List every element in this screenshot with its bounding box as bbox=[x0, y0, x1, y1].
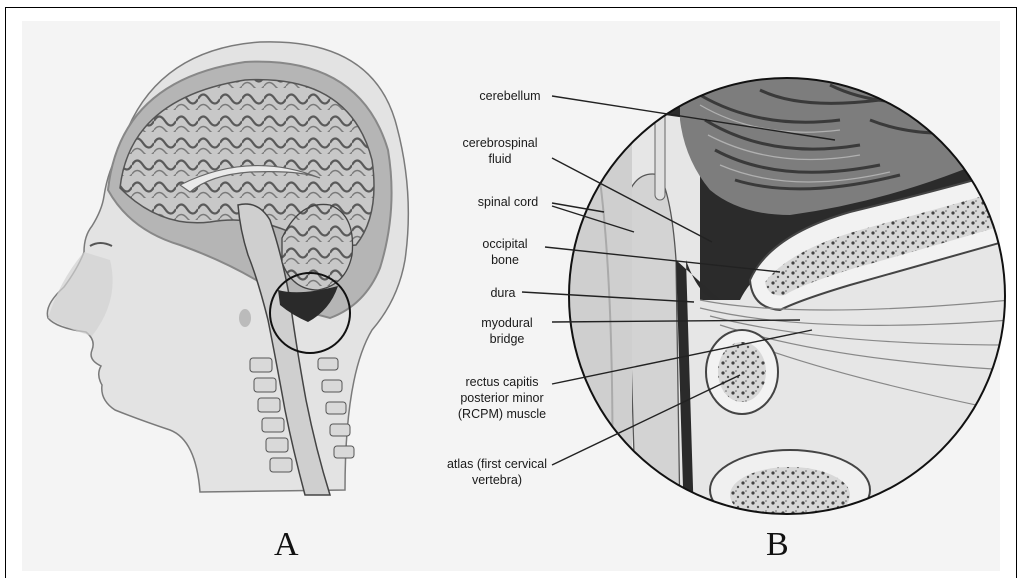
magnified-detail bbox=[560, 78, 1010, 530]
panel-label-a: A bbox=[274, 526, 299, 564]
label-cerebellum: cerebellum bbox=[464, 88, 556, 104]
label-atlas: atlas (first cervical vertebra) bbox=[432, 456, 562, 488]
label-rcpm: rectus capitis posterior minor (RCPM) mu… bbox=[448, 374, 556, 422]
panel-label-b: B bbox=[766, 526, 789, 564]
label-spinal-cord: spinal cord bbox=[460, 194, 556, 210]
label-occipital-bone: occipital bone bbox=[460, 236, 550, 268]
label-cerebrospinal-fluid: cerebrospinal fluid bbox=[450, 135, 550, 167]
label-myodural-bridge: myodural bridge bbox=[462, 315, 552, 347]
head-sagittal-section bbox=[47, 42, 408, 495]
label-dura: dura bbox=[478, 285, 528, 301]
